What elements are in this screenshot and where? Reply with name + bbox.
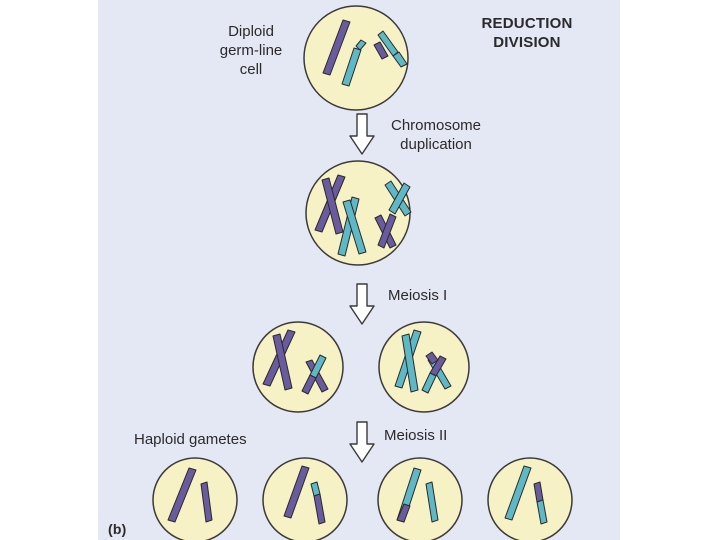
diploid-line-1: Diploid bbox=[228, 23, 274, 40]
m1l-purple-long-b bbox=[272, 333, 293, 391]
chromosomes-diploid bbox=[322, 19, 408, 87]
chromosomes-meiosis-1-left bbox=[262, 329, 329, 395]
gamete-cell-2 bbox=[262, 457, 348, 540]
chromosomes-gametes bbox=[167, 465, 548, 525]
chromosome-purple-long bbox=[322, 19, 351, 76]
dup-teal-short-b bbox=[388, 182, 411, 215]
duplication-line-2: duplication bbox=[400, 136, 472, 153]
chromosome-purple-short bbox=[373, 41, 389, 60]
g2-purple-long bbox=[283, 465, 310, 519]
dup-teal-long-b bbox=[342, 199, 367, 255]
g1-purple-short bbox=[200, 481, 213, 523]
diploid-line-3: cell bbox=[239, 61, 263, 78]
diploid-label: Diploid germ-line cell bbox=[196, 22, 306, 79]
m1r-teal-long-b bbox=[401, 333, 419, 393]
g1-purple-long bbox=[167, 467, 197, 523]
duplication-label: Chromosome duplication bbox=[378, 116, 494, 154]
arrow-meiosis-2 bbox=[349, 421, 375, 463]
meiosis-2-label: Meiosis II bbox=[384, 427, 448, 444]
g3-teal-short bbox=[425, 481, 439, 523]
m1r-purple-mark bbox=[425, 351, 439, 365]
dup-purple-short-b bbox=[377, 213, 397, 249]
chromosome-teal-short bbox=[377, 30, 399, 57]
arrow-meiosis-1 bbox=[349, 283, 375, 325]
g4-teal-short bbox=[536, 499, 548, 525]
arrow-duplication bbox=[349, 113, 375, 155]
chromosome-teal-short-tail bbox=[392, 51, 408, 68]
chromosome-teal-long-upper bbox=[355, 39, 367, 51]
m1r-teal-short-tail bbox=[421, 372, 437, 394]
diploid-line-2: germ-line bbox=[219, 42, 283, 59]
meiosis-1-cell-right bbox=[378, 321, 470, 413]
chromosomes-meiosis-1-right bbox=[394, 329, 452, 394]
g2-purple-short bbox=[313, 493, 326, 525]
panel-label: (b) bbox=[108, 521, 127, 537]
title-line-2: DIVISION bbox=[493, 34, 561, 51]
title-line-1: REDUCTION bbox=[481, 15, 573, 32]
g4-teal-long bbox=[504, 465, 532, 521]
m1l-purple-short-tail bbox=[301, 374, 317, 395]
meiosis-1-cell-left bbox=[252, 321, 344, 413]
duplication-line-1: Chromosome bbox=[390, 117, 482, 134]
title: REDUCTION DIVISION bbox=[462, 14, 592, 52]
g3-purple-segment bbox=[396, 503, 411, 523]
chromosomes-duplicated bbox=[314, 174, 412, 257]
meiosis-1-label: Meiosis I bbox=[388, 287, 448, 304]
haploid-gametes-label: Haploid gametes bbox=[134, 431, 247, 448]
